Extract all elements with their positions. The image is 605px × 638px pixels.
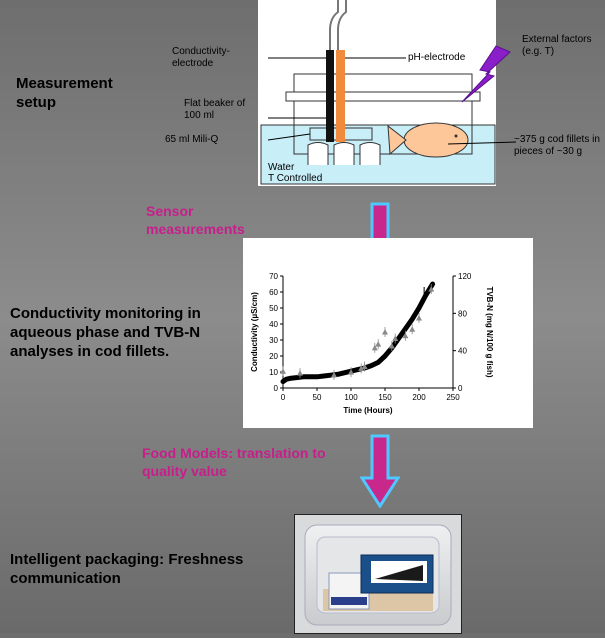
ph-cable bbox=[337, 0, 347, 52]
indicator-wedge bbox=[375, 565, 423, 581]
packaging-image bbox=[295, 515, 461, 633]
fish-tail bbox=[387, 124, 407, 156]
food-models-step-label: Food Models: translation to quality valu… bbox=[142, 445, 326, 479]
arrow-down-icon bbox=[360, 434, 400, 508]
external-factors-label: External factors (e.g. T) bbox=[522, 34, 592, 57]
x-tick-label: 0 bbox=[281, 393, 286, 402]
container-lid bbox=[285, 91, 481, 102]
y-tick-label: 30 bbox=[269, 336, 278, 345]
y2-tick-label: 40 bbox=[458, 347, 467, 356]
y-tick-label: 40 bbox=[269, 320, 278, 329]
setup-panel: Water T Controlled bbox=[258, 0, 496, 186]
flat-beaker-label: Flat beaker of 100 ml bbox=[184, 98, 246, 121]
t-controlled-label: T Controlled bbox=[268, 173, 323, 184]
y-tick-label: 20 bbox=[269, 352, 278, 361]
y2-tick-label: 0 bbox=[458, 384, 463, 393]
sensor-step-label: Sensor measurements bbox=[146, 203, 245, 237]
fish-eye-icon bbox=[454, 134, 458, 138]
conductivity-electrode-label: Conductivity-electrode bbox=[172, 46, 230, 69]
packaging-label: Intelligent packaging: Freshness communi… bbox=[10, 551, 244, 587]
y-axis-label: Conductivity (µS/cm) bbox=[250, 292, 259, 372]
ph-electrode bbox=[336, 50, 345, 142]
container bbox=[293, 73, 473, 155]
monitoring-label: Conductivity monitoring in aqueous phase… bbox=[10, 305, 201, 360]
leader-miliq bbox=[267, 133, 311, 141]
ph-electrode-label: pH-electrode bbox=[408, 52, 466, 63]
conductivity-cable bbox=[329, 0, 339, 52]
y2-tick-label: 80 bbox=[458, 309, 467, 318]
cod-label: ~375 g cod fillets in pieces of ~30 g bbox=[514, 134, 600, 157]
y2-axis-label: TVB-N (mg N/100 g fish) bbox=[485, 286, 494, 377]
marker-tick: | bbox=[423, 286, 426, 295]
y-tick-label: 10 bbox=[269, 368, 278, 377]
cod-leader bbox=[448, 141, 516, 145]
x-tick-label: 150 bbox=[378, 393, 392, 402]
measurement-setup-label: Measurement setup bbox=[16, 75, 113, 111]
x-tick-label: 100 bbox=[344, 393, 358, 402]
packaging-photo bbox=[294, 514, 462, 634]
x-tick-label: 250 bbox=[446, 393, 460, 402]
y-tick-label: 60 bbox=[269, 288, 278, 297]
conductivity-electrode bbox=[326, 50, 334, 142]
x-tick-label: 200 bbox=[412, 393, 426, 402]
setup-diagram bbox=[260, 0, 496, 185]
y-tick-label: 70 bbox=[269, 272, 278, 281]
y-tick-label: 0 bbox=[274, 384, 279, 393]
x-tick-label: 50 bbox=[313, 393, 322, 402]
mili-q-label: 65 ml Mili-Q bbox=[165, 134, 219, 145]
y2-tick-label: 120 bbox=[458, 272, 472, 281]
label-stripe bbox=[331, 597, 367, 605]
conductivity-series bbox=[280, 281, 436, 385]
y-tick-label: 50 bbox=[269, 304, 278, 313]
lightning-icon bbox=[461, 45, 511, 103]
water-label: Water bbox=[268, 162, 295, 173]
x-axis-label: Time (Hours) bbox=[343, 406, 393, 415]
beaker-supports bbox=[307, 142, 381, 165]
